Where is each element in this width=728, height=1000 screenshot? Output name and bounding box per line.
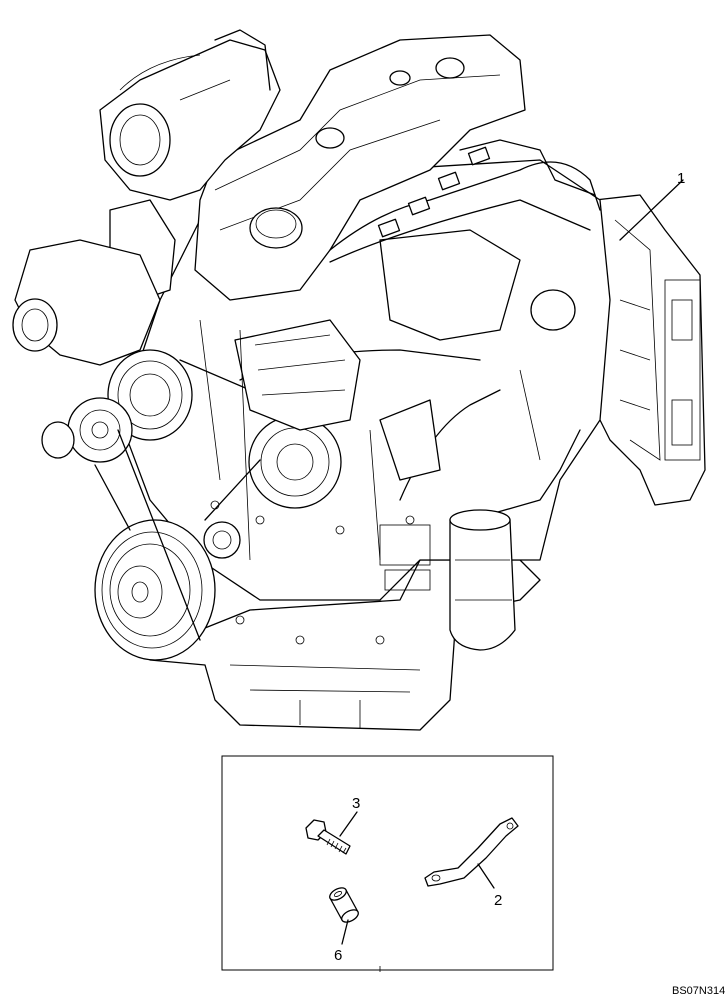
leader-line-3 (339, 811, 358, 837)
drawing-reference-code: BS07N314 (672, 985, 725, 997)
bracket-part (424, 817, 519, 887)
bushing-part (329, 887, 359, 923)
callout-3: 3 (352, 795, 360, 812)
inset-frame (221, 755, 554, 971)
turbocharger (99, 29, 281, 201)
leader-line-1 (619, 179, 684, 241)
ac-compressor (248, 415, 342, 509)
callout-2: 2 (494, 892, 502, 909)
leader-line-6 (341, 919, 349, 945)
fuel-filter (449, 509, 516, 651)
bolt-part (305, 819, 351, 855)
crank-pulley (94, 519, 216, 661)
hardware-inset: 3 2 6 (221, 755, 554, 972)
callout-1: 1 (677, 170, 685, 187)
leader-line-2 (477, 863, 495, 889)
callout-6: 6 (334, 947, 342, 964)
engine-assembly (12, 29, 706, 731)
